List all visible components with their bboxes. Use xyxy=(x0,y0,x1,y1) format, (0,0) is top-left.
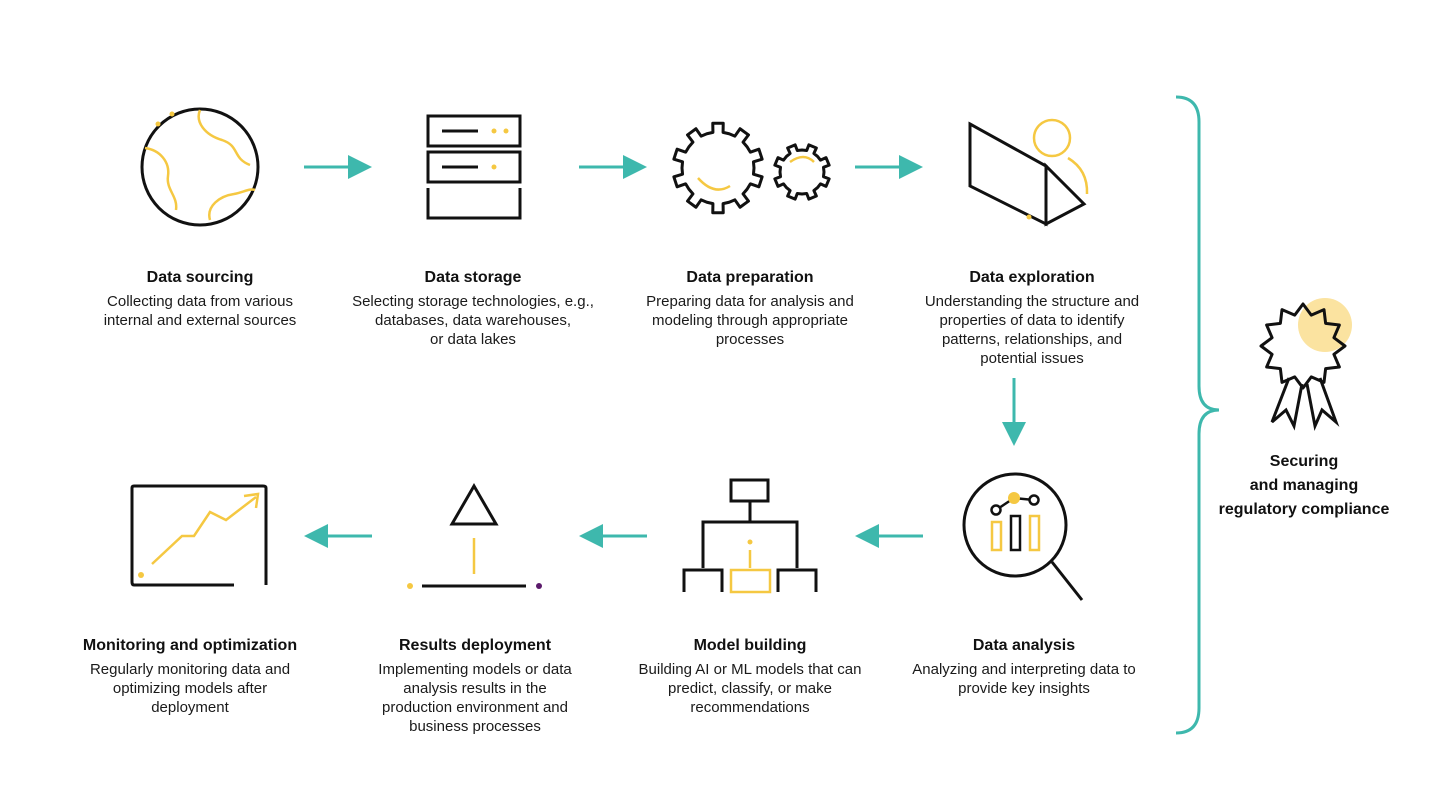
desc-line: production environment and xyxy=(382,699,568,716)
award-badge-icon xyxy=(1259,298,1352,432)
desc-line: Analyzing and interpreting data to xyxy=(912,661,1136,678)
desc-line: predict, classify, or make xyxy=(668,680,832,697)
desc-line: optimizing models after xyxy=(112,680,268,697)
flow-arrow-3 xyxy=(855,155,923,179)
step-description: Regularly monitoring data and optimizing… xyxy=(60,660,320,717)
desc-line: Building AI or ML models that can xyxy=(638,661,862,678)
desc-line: Regularly monitoring data and xyxy=(89,661,291,678)
step-description: Analyzing and interpreting data to provi… xyxy=(894,660,1154,698)
step-title: Data exploration xyxy=(969,269,1095,286)
flow-arrow-1 xyxy=(304,155,372,179)
step-title: Data sourcing xyxy=(146,269,254,286)
desc-line: patterns, relationships, and xyxy=(941,331,1123,348)
desc-line: business processes xyxy=(409,718,541,735)
desc-line: or data lakes xyxy=(430,331,516,348)
desc-line: deployment xyxy=(151,699,229,716)
compliance-line: Securing xyxy=(1269,453,1339,470)
flow-arrow-4 xyxy=(855,524,923,548)
step-title: Data analysis xyxy=(972,637,1076,654)
flow-arrow-6 xyxy=(304,524,372,548)
step-description: Building AI or ML models that can predic… xyxy=(620,660,880,717)
desc-line: processes xyxy=(715,331,785,348)
hierarchy-icon xyxy=(682,478,818,594)
compliance-brace xyxy=(1175,95,1220,735)
trend-monitor-icon xyxy=(130,484,268,587)
gears-icon xyxy=(672,121,831,215)
server-rack-icon xyxy=(426,114,522,220)
step-data-storage: Data storage Selecting storage technolog… xyxy=(340,268,606,349)
step-data-preparation: Data preparation Preparing data for anal… xyxy=(620,268,880,349)
flow-arrow-down xyxy=(1002,378,1026,446)
desc-line: databases, data warehouses, xyxy=(375,312,571,329)
desc-line: recommendations xyxy=(690,699,810,716)
step-results-deployment: Results deployment Implementing models o… xyxy=(345,636,605,736)
step-data-sourcing: Data sourcing Collecting data from vario… xyxy=(70,268,330,330)
compliance-line: regulatory compliance xyxy=(1218,501,1390,518)
globe-icon xyxy=(140,107,260,227)
step-description: Selecting storage technologies, e.g., da… xyxy=(340,292,606,349)
desc-line: Understanding the structure and xyxy=(924,293,1140,310)
laptop-user-icon xyxy=(968,118,1089,227)
step-monitoring-optimization: Monitoring and optimization Regularly mo… xyxy=(60,636,320,717)
step-model-building: Model building Building AI or ML models … xyxy=(620,636,880,717)
step-title: Data storage xyxy=(424,269,522,286)
desc-line: provide key insights xyxy=(958,680,1090,697)
step-data-exploration: Data exploration Understanding the struc… xyxy=(902,268,1162,368)
step-description: Collecting data from various internal an… xyxy=(70,292,330,330)
step-title: Data preparation xyxy=(686,269,814,286)
step-description: Implementing models or data analysis res… xyxy=(345,660,605,736)
flow-arrow-5 xyxy=(579,524,647,548)
step-description: Understanding the structure and properti… xyxy=(902,292,1162,368)
step-title: Model building xyxy=(693,637,807,654)
desc-line: Selecting storage technologies, e.g., xyxy=(352,293,594,310)
desc-line: modeling through appropriate xyxy=(652,312,848,329)
deploy-arrow-icon xyxy=(407,483,542,589)
step-data-analysis: Data analysis Analyzing and interpreting… xyxy=(894,636,1154,698)
step-title: Results deployment xyxy=(398,637,552,654)
step-title: Monitoring and optimization xyxy=(82,637,298,654)
desc-line: Collecting data from various xyxy=(107,293,293,310)
desc-line: analysis results in the xyxy=(403,680,547,697)
compliance-label: Securing and managing regulatory complia… xyxy=(1204,450,1404,522)
desc-line: internal and external sources xyxy=(103,312,297,329)
desc-line: properties of data to identify xyxy=(939,312,1125,329)
desc-line: potential issues xyxy=(980,350,1084,367)
desc-line: Implementing models or data xyxy=(378,661,572,678)
magnifier-chart-icon xyxy=(962,472,1084,601)
compliance-line: and managing xyxy=(1249,477,1359,494)
desc-line: Preparing data for analysis and xyxy=(646,293,854,310)
flow-arrow-2 xyxy=(579,155,647,179)
step-description: Preparing data for analysis and modeling… xyxy=(620,292,880,349)
